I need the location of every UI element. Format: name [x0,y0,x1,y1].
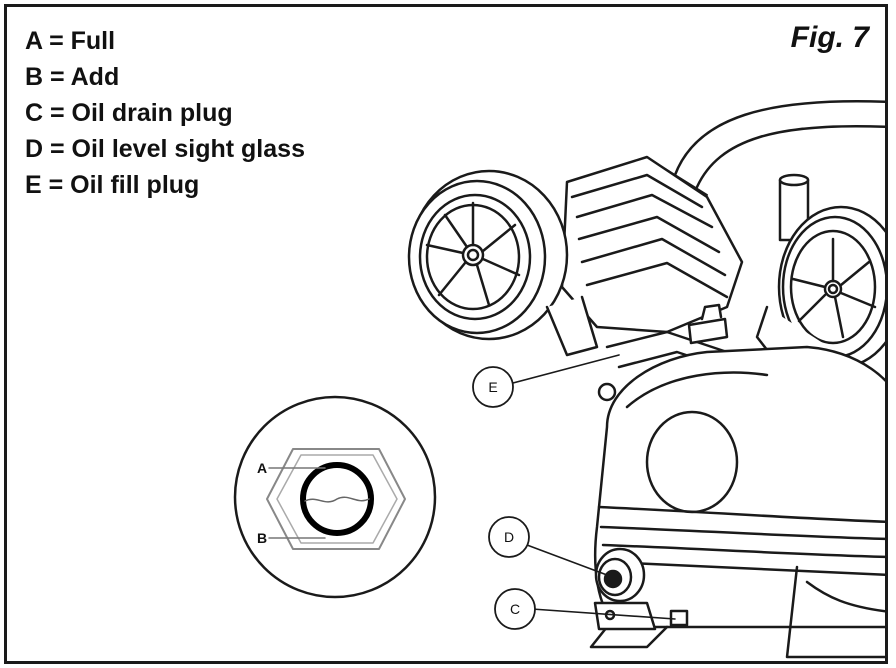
sight-glass-detail [233,395,437,599]
crankcase [589,345,885,659]
callout-d-label: D [504,529,514,545]
left-intake-filter [407,169,599,357]
oil-sight-glass [594,547,646,603]
callout-c-label: C [510,601,520,617]
legend-item-d: D = Oil level sight glass [25,135,305,163]
figure-title: Fig. 7 [790,21,869,54]
callout-e-label: E [488,379,497,395]
discharge-tube [661,100,885,196]
legend-item-a: A = Full [25,27,116,55]
legend-item-c: C = Oil drain plug [25,99,233,127]
cylinder-head [560,155,744,391]
legend-item-b: B = Add [25,63,120,91]
legend-item-e: E = Oil fill plug [25,171,200,199]
oil-fill-plug [597,303,729,402]
compressor-illustration: E D C A B [233,100,885,659]
legend: A = Full B = Add C = Oil drain plug D = … [25,23,305,203]
callout-d-circle [488,516,530,558]
callout-c-circle [494,588,536,630]
sight-glass-label-b: B [257,530,267,546]
sight-glass-label-a: A [257,460,267,476]
figure-frame: A = Full B = Add C = Oil drain plug D = … [4,4,888,664]
callout-e-circle [472,366,514,408]
